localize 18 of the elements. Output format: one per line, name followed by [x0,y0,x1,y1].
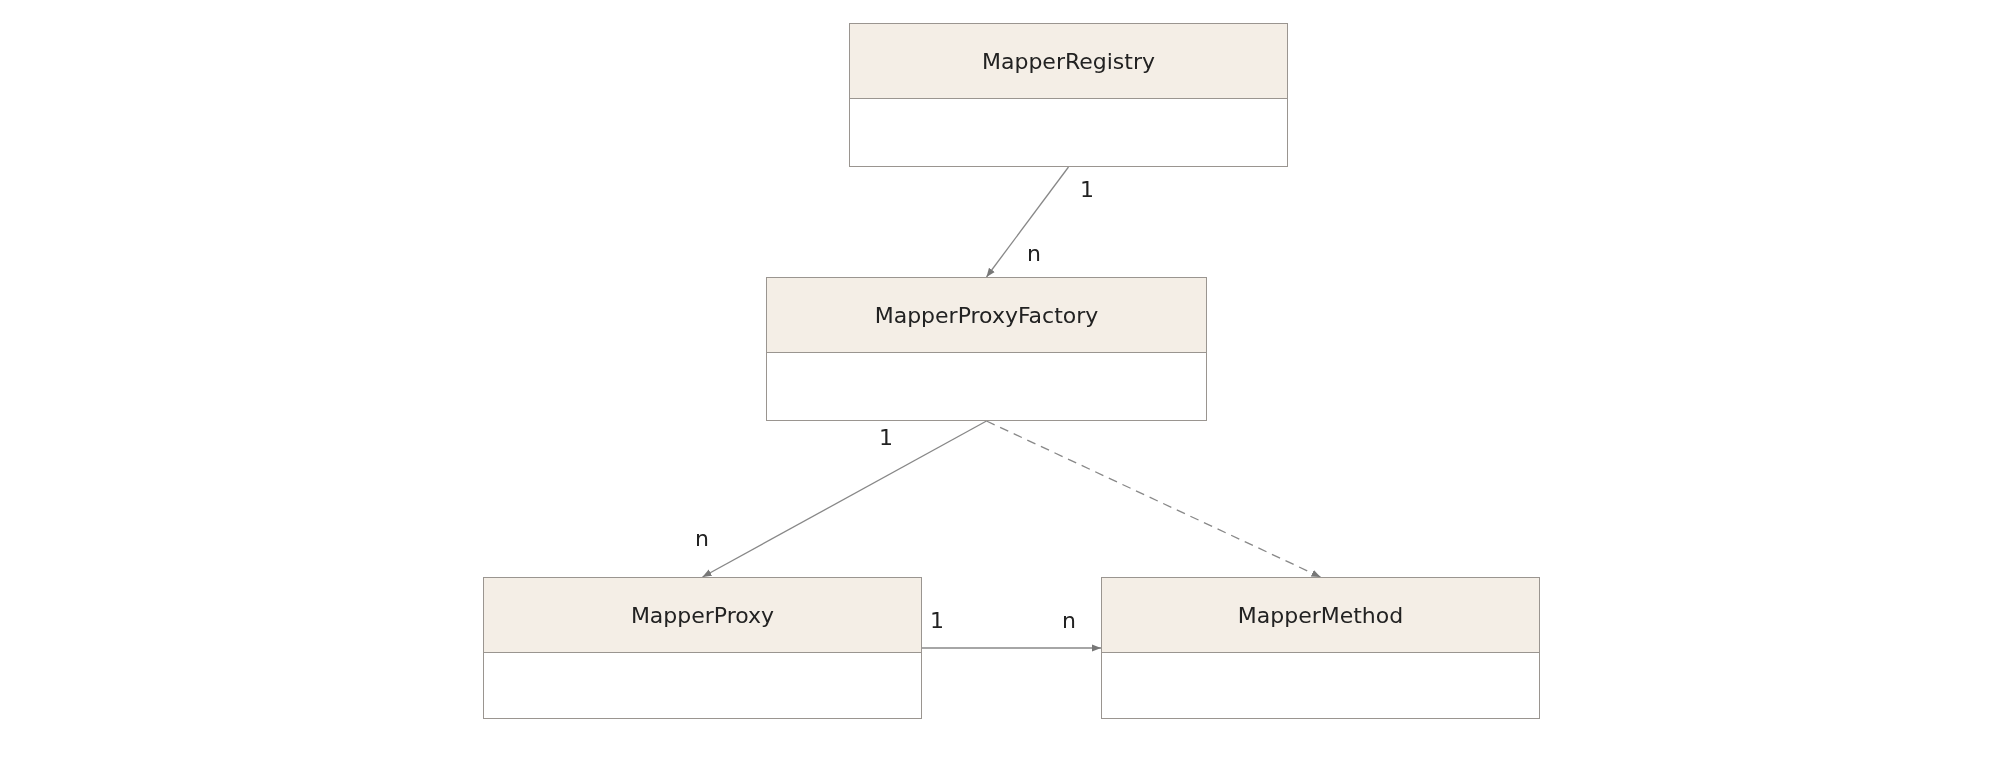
multiplicity-label: 1 [930,607,944,633]
class-box [766,277,1207,421]
class-box [1101,577,1540,719]
class-name: MapperRegistry [981,48,1155,74]
multiplicity-label: 1 [879,424,893,450]
class-name: MapperMethod [1237,602,1404,628]
class-box [483,577,922,719]
multiplicity-label: n [1062,607,1076,633]
multiplicity-label: n [695,525,709,551]
class-name: MapperProxy [630,602,775,628]
class-name: MapperProxyFactory [874,302,1099,328]
multiplicity-label: 1 [1080,176,1094,202]
multiplicity-label: n [1027,240,1041,266]
arrow [701,420,988,578]
dashed-arrow [985,420,1322,578]
arrow [985,166,1070,278]
class-box [849,23,1288,167]
arrow [921,644,1102,652]
